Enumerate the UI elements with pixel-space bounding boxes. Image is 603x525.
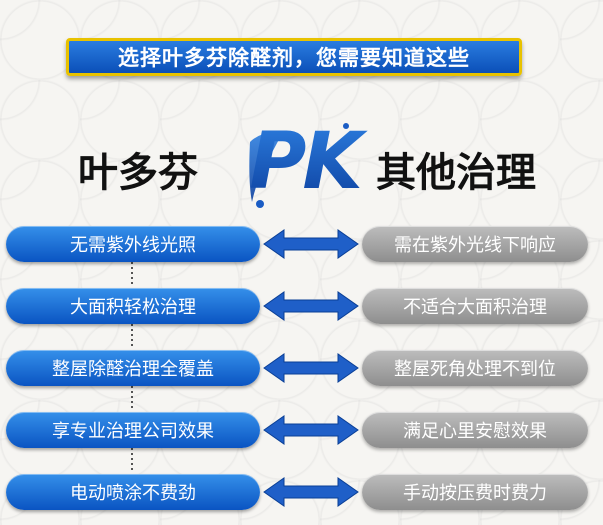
pk-text: PK (249, 117, 368, 207)
other-pill: 整屋死角处理不到位 (362, 350, 588, 386)
double-arrow-icon (262, 474, 360, 510)
other-pill: 满足心里安慰效果 (362, 412, 588, 448)
advantage-pill: 无需紫外线光照 (6, 226, 260, 262)
top-banner: 选择叶多芬除醛剂，您需要知道这些 (66, 38, 522, 76)
double-arrow-icon (262, 412, 360, 448)
advantage-pill: 整屋除醛治理全覆盖 (6, 350, 260, 386)
dotted-connector (131, 386, 133, 410)
dotted-connector (131, 448, 133, 472)
advantage-pill: 大面积轻松治理 (6, 288, 260, 324)
comparison-row: 电动喷涂不费劲 手动按压费时费力 (0, 472, 603, 514)
heading-right: 其他治理 (376, 150, 536, 196)
advantage-pill: 享专业治理公司效果 (6, 412, 260, 448)
double-arrow-icon (262, 350, 360, 386)
double-arrow-icon (262, 226, 360, 262)
heading-left: 叶多芬 (78, 150, 198, 196)
other-pill: 不适合大面积治理 (362, 288, 588, 324)
dotted-connector (131, 324, 133, 348)
advantage-pill: 电动喷涂不费劲 (6, 474, 260, 510)
pk-logo: PK (242, 112, 372, 212)
dotted-connector (131, 262, 133, 286)
comparison-row: 整屋除醛治理全覆盖 整屋死角处理不到位 (0, 348, 603, 390)
banner-text: 选择叶多芬除醛剂，您需要知道这些 (118, 46, 470, 70)
comparison-row: 享专业治理公司效果 满足心里安慰效果 (0, 410, 603, 452)
other-pill: 手动按压费时费力 (362, 474, 588, 510)
comparison-row: 无需紫外线光照 需在紫外光线下响应 (0, 224, 603, 266)
comparison-row: 大面积轻松治理 不适合大面积治理 (0, 286, 603, 328)
double-arrow-icon (262, 288, 360, 324)
other-pill: 需在紫外光线下响应 (362, 226, 588, 262)
